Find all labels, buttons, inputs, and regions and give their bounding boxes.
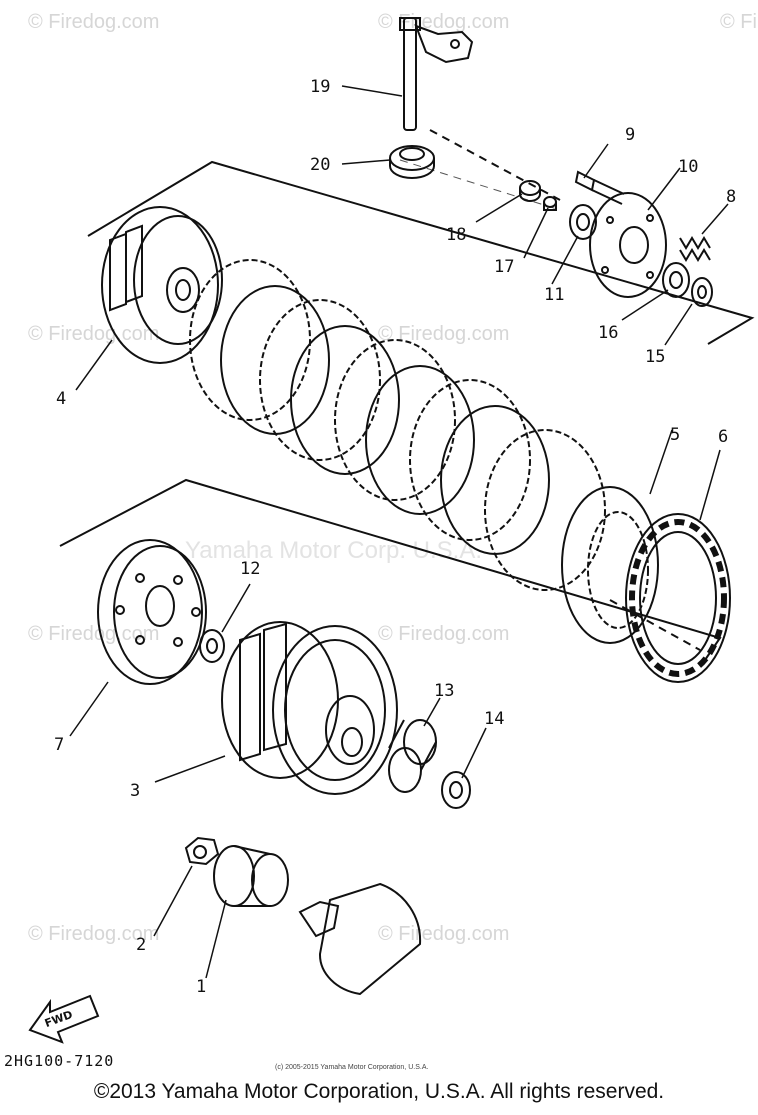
- assembly-line: [609, 599, 701, 651]
- callout-2: 2: [136, 935, 146, 955]
- part-19-push-rod: [399, 17, 474, 131]
- callout-15: 15: [645, 347, 665, 367]
- part-16-nut: [662, 262, 690, 298]
- part-10-pressure-plate: [589, 192, 667, 298]
- callout-19: 19: [310, 77, 330, 97]
- watermark-text: © Firedog.com: [28, 11, 159, 33]
- watermark-text: © Firedog.com: [378, 923, 509, 945]
- callout-10: 10: [678, 157, 698, 177]
- part-7-plate: [97, 539, 207, 685]
- part-1-primary-drive-gear: [213, 845, 289, 907]
- diagram-part-code: 2HG100-7120: [4, 1052, 115, 1070]
- part-3-clutch-housing: [221, 621, 398, 795]
- callout-9: 9: [625, 125, 635, 145]
- part-13-spacer: [388, 719, 437, 793]
- callout-14: 14: [484, 709, 504, 729]
- watermark-text: © Firedog.com: [378, 623, 509, 645]
- part-2-nut: [184, 836, 220, 866]
- clutch-plates-stack: [189, 259, 606, 591]
- watermark-text: © Firedog.com: [378, 11, 509, 33]
- footer-copyright: ©2013 Yamaha Motor Corporation, U.S.A. A…: [93, 1080, 665, 1103]
- callout-3: 3: [130, 781, 140, 801]
- fwd-arrow-icon: [28, 994, 100, 1044]
- part-5-friction-plate: [561, 486, 659, 644]
- callout-13: 13: [434, 681, 454, 701]
- callout-16: 16: [598, 323, 618, 343]
- part-12-washer: [199, 629, 225, 663]
- callout-18: 18: [446, 225, 466, 245]
- watermark-text: © Firedog.com: [378, 323, 509, 345]
- small-copyright: (c) 2005-2015 Yamaha Motor Corporation, …: [275, 1064, 429, 1071]
- crankshaft-reference: [298, 882, 422, 996]
- part-8-spring: [679, 236, 711, 262]
- callout-20: 20: [310, 155, 330, 175]
- watermark-center-text: Yamaha Motor Corp. U.S.A.: [185, 537, 482, 564]
- part-15-washer: [691, 277, 713, 307]
- part-11-bearing: [569, 204, 597, 240]
- watermark-text: © Firedog.com: [720, 11, 758, 33]
- callout-17: 17: [494, 257, 514, 277]
- callout-1: 1: [196, 977, 206, 997]
- watermark-layer: © Firedog.com © Firedog.com © Firedog.co…: [28, 11, 758, 945]
- watermark-text: © Firedog.com: [28, 923, 159, 945]
- part-9-bolt: [574, 170, 625, 205]
- assembly-line: [87, 160, 755, 345]
- part-17-bolt: [543, 196, 557, 211]
- part-4-clutch-boss: [101, 206, 223, 364]
- callout-7: 7: [54, 735, 64, 755]
- callout-5: 5: [670, 425, 680, 445]
- watermark-text: © Firedog.com: [28, 623, 159, 645]
- callout-8: 8: [726, 187, 736, 207]
- part-14-washer: [441, 771, 471, 809]
- callout-4: 4: [56, 389, 66, 409]
- watermark-text: © Firedog.com: [28, 323, 159, 345]
- callout-11: 11: [544, 285, 564, 305]
- assembly-line: [429, 129, 561, 201]
- part-6-friction-plate: [625, 513, 731, 683]
- callout-12: 12: [240, 559, 260, 579]
- callout-6: 6: [718, 427, 728, 447]
- part-20-bearing: [389, 145, 435, 179]
- leader-lines: [69, 85, 729, 979]
